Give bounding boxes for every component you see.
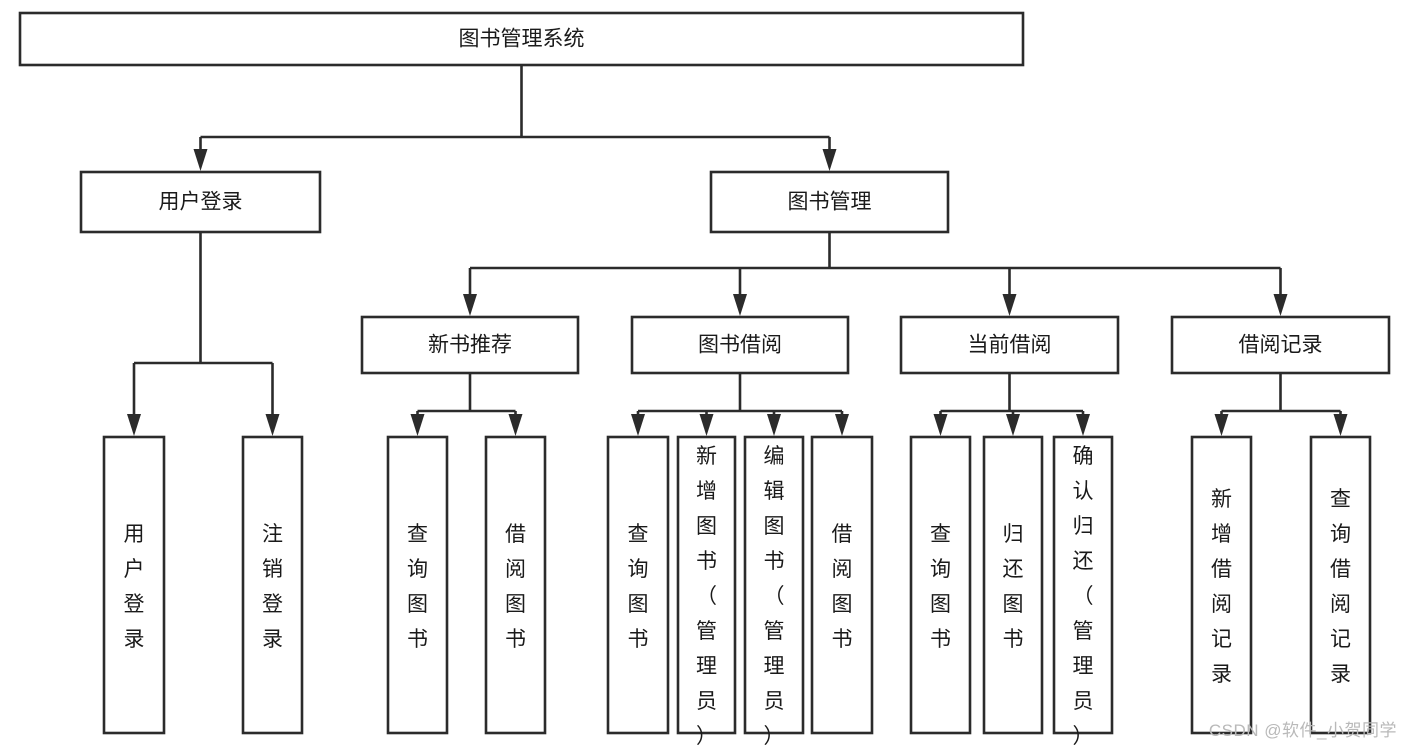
node-leaf-query-book-1[interactable]: 查询图书: [386, 435, 449, 735]
node-leaf-add-borrow-record-label: 新增借阅记录: [1211, 488, 1232, 686]
node-leaf-confirm-return-admin[interactable]: 确认归还（管理员）: [1052, 435, 1114, 747]
node-user-login-label: 用户登录: [159, 191, 243, 214]
node-leaf-return-book-box[interactable]: [982, 435, 1044, 735]
node-leaf-confirm-return-admin-label: 确认归还（管理员）: [1073, 445, 1094, 747]
arrow-head-icon: [733, 294, 747, 316]
nodes-layer: 图书管理系统用户登录图书管理新书推荐图书借阅当前借阅借阅记录用户登录注销登录查询…: [18, 11, 1391, 747]
node-leaf-return-book-label: 归还图书: [1003, 523, 1024, 651]
node-leaf-borrow-book-2[interactable]: 借阅图书: [810, 435, 874, 735]
arrow-head-icon: [835, 414, 849, 436]
node-leaf-query-borrow-record[interactable]: 查询借阅记录: [1309, 435, 1372, 735]
arrow-head-icon: [1076, 414, 1090, 436]
node-title[interactable]: 图书管理系统: [18, 11, 1025, 67]
arrow-head-icon: [1214, 414, 1229, 436]
arrow-head-icon: [265, 414, 280, 436]
node-leaf-query-book-3-label: 查询图书: [930, 523, 951, 651]
node-borrow-record-label: 借阅记录: [1239, 334, 1323, 357]
node-leaf-add-book-admin-label: 新增图书（管理员）: [696, 445, 717, 747]
node-leaf-query-book-2[interactable]: 查询图书: [606, 435, 670, 735]
arrow-head-icon: [508, 414, 523, 436]
arrow-head-icon: [1273, 294, 1288, 316]
node-leaf-user-login-label: 用户登录: [124, 523, 145, 651]
arrow-head-icon: [933, 414, 948, 436]
node-current-borrow-label: 当前借阅: [968, 334, 1052, 357]
node-leaf-return-book[interactable]: 归还图书: [982, 435, 1044, 735]
arrow-head-icon: [631, 414, 645, 436]
node-new-book-recommend-label: 新书推荐: [428, 334, 512, 357]
node-leaf-confirm-return-admin-box[interactable]: [1052, 435, 1114, 735]
node-leaf-borrow-book-1-label: 借阅图书: [505, 523, 526, 651]
edges-layer: [127, 65, 1348, 436]
node-leaf-borrow-book-1[interactable]: 借阅图书: [484, 435, 547, 735]
node-borrow-record[interactable]: 借阅记录: [1170, 315, 1391, 375]
node-leaf-add-borrow-record-box[interactable]: [1190, 435, 1253, 735]
arrow-head-icon: [767, 414, 781, 436]
node-user-login[interactable]: 用户登录: [79, 170, 322, 234]
arrow-head-icon: [127, 414, 141, 436]
node-leaf-edit-book-admin-label: 编辑图书（管理员）: [764, 445, 785, 747]
arrow-head-icon: [410, 414, 425, 436]
node-book-borrow-label: 图书借阅: [698, 334, 782, 357]
node-book-borrow-box[interactable]: [630, 315, 850, 375]
node-leaf-query-book-3-box[interactable]: [909, 435, 972, 735]
node-book-management[interactable]: 图书管理: [709, 170, 950, 234]
node-leaf-query-book-2-box[interactable]: [606, 435, 670, 735]
node-current-borrow-box[interactable]: [899, 315, 1120, 375]
arrow-head-icon: [463, 294, 477, 316]
node-leaf-add-borrow-record[interactable]: 新增借阅记录: [1190, 435, 1253, 735]
node-current-borrow[interactable]: 当前借阅: [899, 315, 1120, 375]
node-new-book-recommend-box[interactable]: [360, 315, 580, 375]
node-leaf-query-borrow-record-box[interactable]: [1309, 435, 1372, 735]
node-book-management-box[interactable]: [709, 170, 950, 234]
node-book-borrow[interactable]: 图书借阅: [630, 315, 850, 375]
node-leaf-query-book-2-label: 查询图书: [628, 523, 649, 651]
arrow-head-icon: [1002, 294, 1017, 316]
node-leaf-query-book-3[interactable]: 查询图书: [909, 435, 972, 735]
node-leaf-logout-login[interactable]: 注销登录: [241, 435, 304, 735]
node-leaf-borrow-book-1-box[interactable]: [484, 435, 547, 735]
node-leaf-user-login[interactable]: 用户登录: [102, 435, 166, 735]
arrow-head-icon: [1333, 414, 1348, 436]
node-leaf-query-book-1-label: 查询图书: [407, 523, 428, 651]
node-leaf-edit-book-admin-box[interactable]: [743, 435, 805, 735]
node-leaf-logout-login-box[interactable]: [241, 435, 304, 735]
csdn-watermark: CSDN @软件_小贺同学: [1208, 721, 1397, 740]
arrow-head-icon: [822, 149, 837, 171]
node-book-management-label: 图书管理: [788, 191, 872, 214]
node-leaf-user-login-box[interactable]: [102, 435, 166, 735]
node-leaf-borrow-book-2-label: 借阅图书: [832, 523, 853, 651]
node-user-login-box[interactable]: [79, 170, 322, 234]
node-borrow-record-box[interactable]: [1170, 315, 1391, 375]
node-leaf-add-book-admin[interactable]: 新增图书（管理员）: [676, 435, 737, 747]
node-leaf-edit-book-admin[interactable]: 编辑图书（管理员）: [743, 435, 805, 747]
arrow-head-icon: [1006, 414, 1020, 436]
node-new-book-recommend[interactable]: 新书推荐: [360, 315, 580, 375]
node-leaf-query-book-1-box[interactable]: [386, 435, 449, 735]
node-leaf-query-borrow-record-label: 查询借阅记录: [1330, 488, 1351, 686]
node-leaf-logout-login-label: 注销登录: [262, 523, 283, 651]
arrow-head-icon: [699, 414, 714, 436]
node-leaf-add-book-admin-box[interactable]: [676, 435, 737, 735]
node-title-label: 图书管理系统: [459, 28, 585, 51]
node-title-box[interactable]: [18, 11, 1025, 67]
node-leaf-borrow-book-2-box[interactable]: [810, 435, 874, 735]
arrow-head-icon: [193, 149, 208, 171]
